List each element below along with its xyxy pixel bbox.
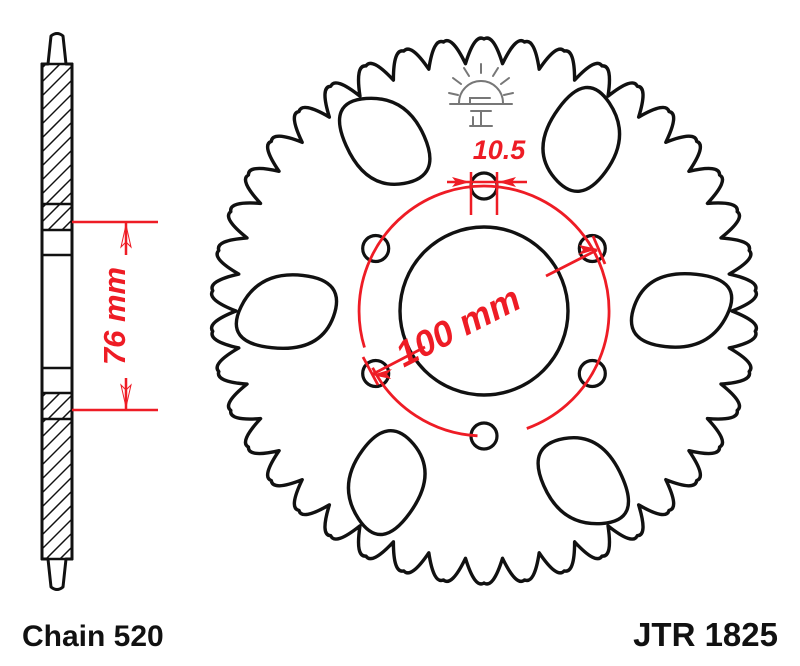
dim76-arrow-top <box>120 224 132 249</box>
section-hatch-upper <box>42 64 72 204</box>
lightening-hole <box>337 96 432 186</box>
dimension-bolt-hole-10p5: 10.5 <box>447 135 527 215</box>
dim100-tick-upper <box>591 235 607 265</box>
bolt-circle-arc-tail <box>371 367 478 438</box>
part-number-label: JTR 1825 <box>633 616 778 653</box>
dim100-leader-upper <box>545 248 598 278</box>
chain-label: Chain 520 <box>22 620 164 653</box>
lightening-hole <box>234 273 339 351</box>
bolt-hole <box>361 358 391 389</box>
sprocket-teeth-outline <box>209 36 759 586</box>
dim105-label: 10.5 <box>473 135 527 165</box>
bolt-hole <box>577 233 607 264</box>
centre-bore-circle <box>398 225 570 397</box>
dim100-leader-lower <box>372 345 426 376</box>
lightening-hole <box>536 436 631 526</box>
sprocket-section-view <box>40 32 74 591</box>
lightening-holes-group <box>234 85 734 537</box>
dimension-bolt-circle-100mm: 100 mm <box>357 184 611 438</box>
dim105-arrow-right <box>498 177 516 187</box>
section-hatch-band-upper <box>42 204 72 230</box>
bolt-hole <box>361 233 391 264</box>
dim100-label-group: 100 mm <box>389 277 527 374</box>
dim100-label-value: 100 mm <box>389 277 527 374</box>
lightening-hole <box>541 85 622 194</box>
dim100-tick-lower <box>361 356 380 386</box>
lightening-hole <box>346 428 427 537</box>
dim100-arrow-lower <box>372 369 392 379</box>
dim105-arrow-left <box>452 177 470 187</box>
bolt-hole <box>577 358 607 389</box>
jt-sunburst-logo <box>448 63 514 127</box>
dim76-label: 76 mm <box>97 267 132 365</box>
section-hatch-band-lower <box>42 393 72 419</box>
dim100-arrow-upper <box>578 245 598 255</box>
dim76-arrow-bottom <box>120 383 132 408</box>
section-hatch-lower <box>42 419 72 559</box>
dimension-centre-bore-76mm: 76 mm <box>72 220 158 412</box>
lightening-hole <box>629 271 734 349</box>
bolt-circle-arc <box>357 184 611 430</box>
